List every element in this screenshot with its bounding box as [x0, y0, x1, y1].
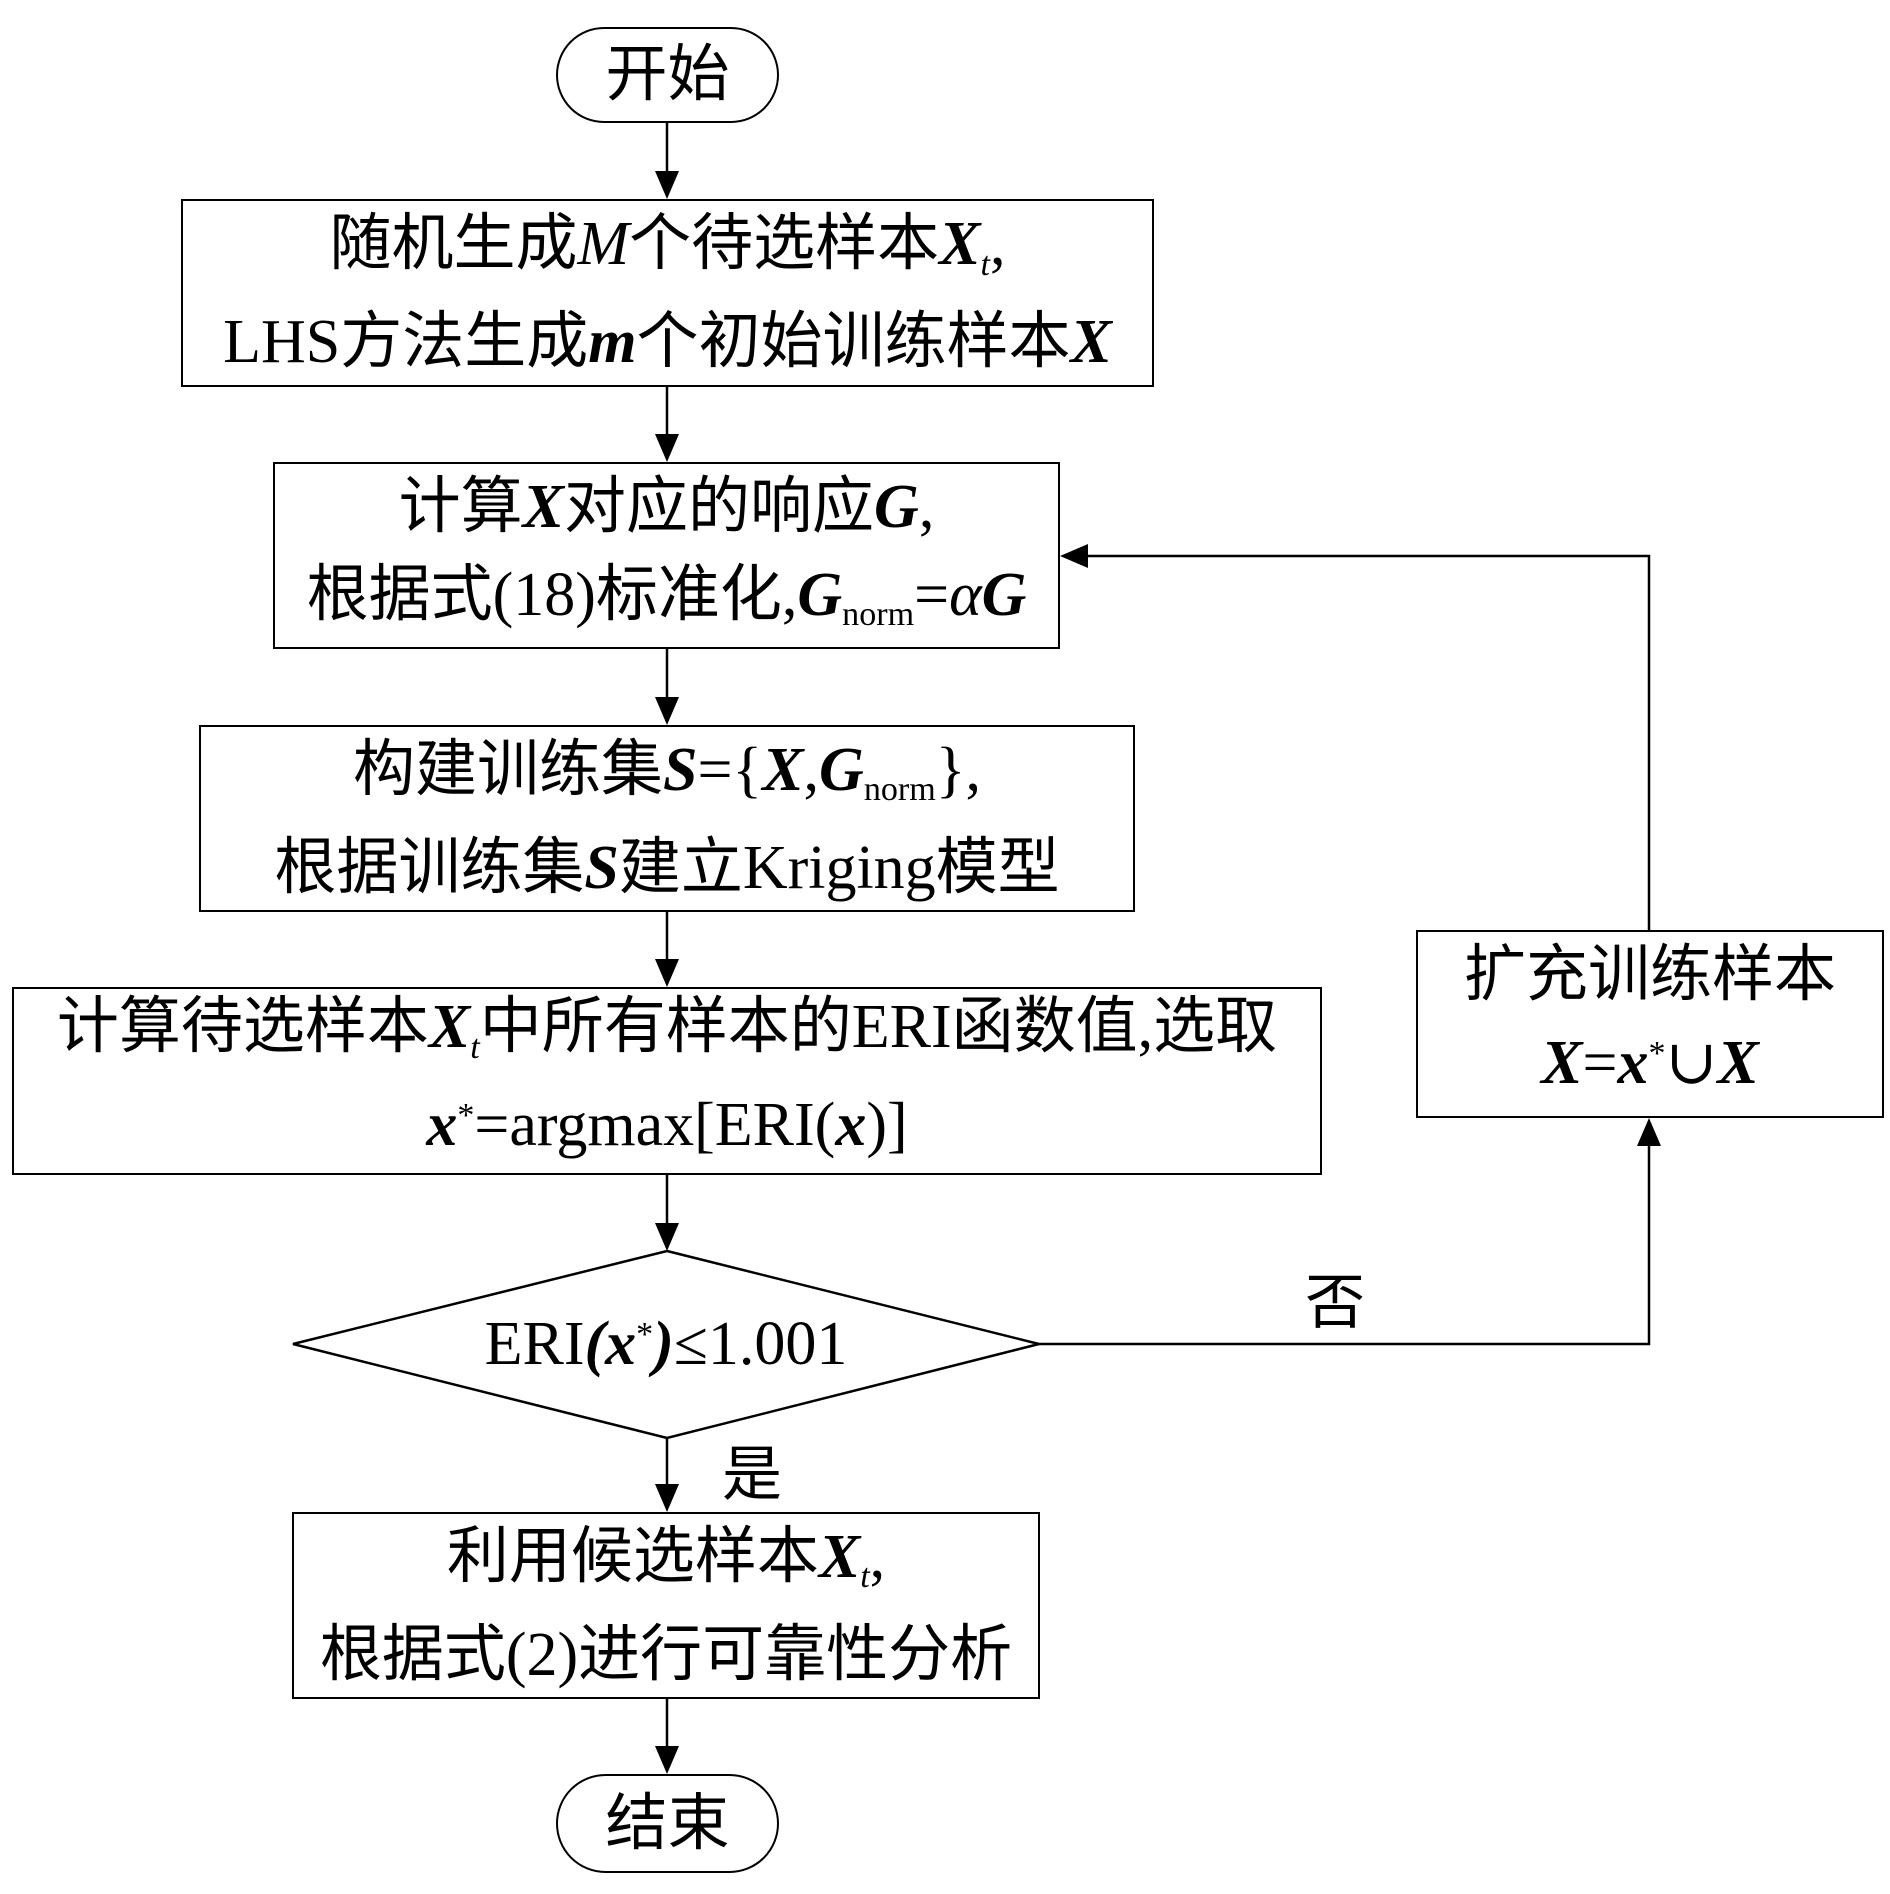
box-line: LHS方法生成m个初始训练样本X: [223, 298, 1112, 386]
math-symbol: X: [939, 210, 981, 278]
arrowhead: [655, 1484, 679, 1512]
text-segment: ,: [803, 735, 820, 804]
math-symbol: α: [949, 560, 982, 629]
text-segment: 个待选样本: [629, 210, 940, 278]
text-segment: =argmax[ERI(: [474, 1091, 836, 1159]
reliability-analysis-box: 利用候选样本Xt, 根据式(2)进行可靠性分析: [292, 1512, 1040, 1699]
text-segment: ): [653, 1310, 674, 1378]
text-segment: 扩充训练样本: [1463, 941, 1836, 1009]
subscript: t: [860, 1558, 870, 1596]
box-line: 根据训练集S建立Kriging模型: [274, 824, 1059, 912]
arrowhead: [655, 1746, 679, 1774]
text-segment: (: [584, 1310, 606, 1378]
math-symbol: x: [835, 1091, 867, 1159]
subscript: norm: [863, 771, 936, 809]
box-line: 计算待选样本Xt中所有样本的ERI函数值,选取: [57, 983, 1277, 1081]
text-segment: 根据式(18)标准化,: [306, 560, 798, 629]
box-line: 利用候选样本Xt,: [447, 1513, 885, 1611]
generate-samples-box: 随机生成M个待选样本Xt, LHS方法生成m个初始训练样本X: [181, 199, 1154, 387]
end-terminal: 结束: [556, 1774, 779, 1873]
expand-samples-box: 扩充训练样本 X=x*∪X: [1416, 930, 1884, 1118]
box-line: 随机生成M个待选样本Xt,: [329, 200, 1005, 298]
box-line: X=x*∪X: [1541, 1019, 1759, 1117]
subscript: t: [470, 1028, 480, 1066]
text-segment: ERI: [484, 1310, 585, 1378]
text-segment: 根据式(2)进行可靠性分析: [319, 1620, 1013, 1689]
build-kriging-box: 构建训练集S={X,Gnorm}, 根据训练集S建立Kriging模型: [199, 725, 1135, 912]
box-line: 根据式(2)进行可靠性分析: [320, 1611, 1012, 1699]
text-segment: 随机生成: [329, 210, 578, 278]
box-line: 扩充训练样本: [1464, 931, 1836, 1019]
box-line: 根据式(18)标准化,Gnorm=αG: [307, 551, 1027, 649]
arrowhead: [655, 434, 679, 462]
arrowhead: [655, 1223, 679, 1251]
text-segment: 根据训练集: [274, 833, 585, 902]
math-symbol: x: [1617, 1029, 1649, 1097]
text-segment: 利用候选样本: [446, 1522, 819, 1591]
math-symbol: G: [797, 560, 843, 629]
box-line: 构建训练集S={X,Gnorm},: [353, 726, 981, 824]
arrowhead: [1637, 1118, 1661, 1146]
text-segment: ,: [918, 472, 935, 541]
math-symbol: x: [605, 1310, 637, 1378]
start-terminal: 开始: [556, 27, 779, 123]
box-line: x*=argmax[ERI(x)]: [426, 1081, 907, 1179]
text-segment: 对应的响应: [564, 472, 875, 541]
text-segment: ∪: [1665, 1029, 1718, 1097]
arrow-expand-loop-to-box2: [1088, 554, 1651, 930]
text-segment: 计算: [398, 472, 523, 541]
math-symbol: m: [588, 308, 637, 376]
math-symbol: G: [874, 472, 919, 541]
math-symbol: x: [426, 1091, 458, 1159]
superscript: *: [457, 1097, 475, 1135]
text-segment: ,: [990, 210, 1006, 278]
math-symbol: X: [818, 1522, 861, 1591]
text-segment: =: [914, 560, 950, 629]
arrow-decision-no-to-expand: [1039, 1146, 1651, 1346]
text-segment: =: [1582, 1029, 1618, 1097]
math-symbol: X: [1070, 308, 1112, 376]
math-symbol: X: [1541, 1029, 1583, 1097]
math-symbol: G: [981, 560, 1027, 629]
text-segment: ={: [697, 735, 763, 804]
decision-diamond: [292, 1249, 1040, 1440]
arrowhead: [1060, 544, 1088, 568]
compute-response-box: 计算X对应的响应G, 根据式(18)标准化,Gnorm=αG: [273, 462, 1060, 649]
subscript: t: [980, 245, 990, 283]
text-segment: ≤1.001: [673, 1310, 848, 1378]
text-segment: LHS方法生成: [223, 308, 589, 376]
math-symbol: S: [662, 735, 698, 804]
text-segment: 计算待选样本: [56, 993, 429, 1061]
math-symbol: X: [522, 472, 565, 541]
yes-branch-label: 是: [722, 1442, 782, 1508]
text-segment: 个初始训练样本: [636, 308, 1071, 376]
text-segment: 建立Kriging模型: [618, 833, 1060, 902]
text-segment: 中所有样本的ERI函数值,选取: [479, 993, 1278, 1061]
text-segment: },: [935, 735, 982, 804]
math-symbol: G: [819, 735, 864, 804]
end-label: 结束: [605, 1789, 730, 1858]
arrowhead: [655, 697, 679, 725]
text-segment: ,: [869, 1522, 886, 1591]
arrowhead: [655, 959, 679, 987]
text-segment: )]: [866, 1091, 908, 1159]
math-symbol: X: [1717, 1029, 1759, 1097]
compute-eri-box: 计算待选样本Xt中所有样本的ERI函数值,选取 x*=argmax[ERI(x)…: [12, 987, 1322, 1175]
superscript: *: [1648, 1035, 1666, 1073]
subscript: norm: [842, 596, 915, 634]
superscript: *: [636, 1316, 654, 1354]
start-label: 开始: [605, 41, 730, 109]
no-branch-label: 否: [1305, 1270, 1365, 1336]
math-symbol: S: [584, 833, 619, 902]
math-symbol: M: [577, 210, 630, 278]
decision-condition: ERI(x*)≤1.001: [293, 1300, 1039, 1388]
arrowhead: [655, 171, 679, 199]
math-symbol: X: [762, 735, 804, 804]
math-symbol: X: [428, 993, 471, 1061]
text-segment: 构建训练集: [352, 735, 663, 804]
box-line: 计算X对应的响应G,: [399, 463, 935, 551]
